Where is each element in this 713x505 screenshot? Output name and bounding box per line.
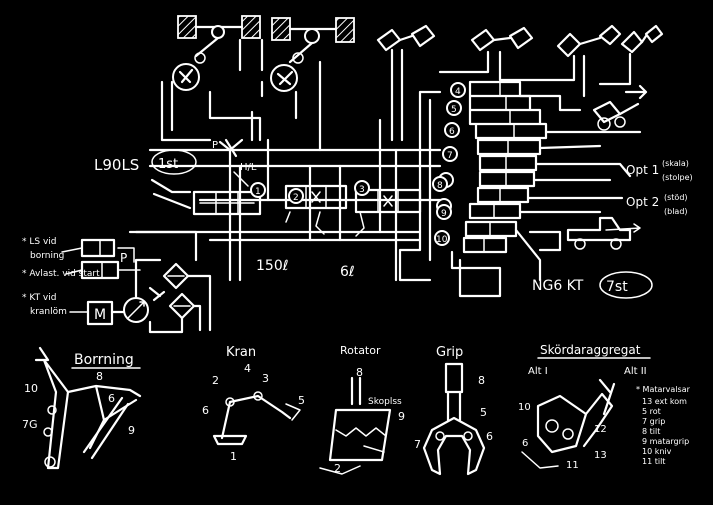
borr-num-7g: 7G	[22, 418, 38, 431]
hatched-block	[335, 17, 355, 43]
valve-numbers: 1 2 3 4 5 6 7 8 9 10	[255, 87, 461, 245]
l90ls-label: L90LS	[94, 156, 139, 174]
opt1-label: Opt 1	[626, 163, 659, 177]
valve-number-4: 4	[455, 87, 461, 97]
count-1-label: 1st	[158, 157, 178, 172]
skord-num-13: 13	[594, 450, 607, 461]
rot-num-2: 2	[334, 462, 341, 475]
grip-num-9: 9	[398, 410, 405, 423]
oil-6-label: 6ℓ	[340, 264, 355, 280]
rot-num-8: 8	[356, 366, 363, 379]
grip-num-6: 6	[486, 430, 493, 443]
legend-right-1: 13 ext kom	[642, 397, 687, 406]
skord-num-12: 12	[594, 424, 607, 435]
filter-1	[162, 262, 190, 290]
valve-number-5: 5	[451, 105, 457, 115]
legend-right-5: 9 matargrip	[642, 437, 689, 446]
grip-num-8: 8	[478, 374, 485, 387]
borr-num-10: 10	[24, 382, 38, 395]
valve-number-3: 3	[359, 185, 365, 195]
skord-num-10: 10	[518, 402, 531, 413]
kran-num-4: 4	[244, 362, 251, 375]
legend-right-7: 11 tilt	[642, 457, 665, 466]
section-kran: Kran 2 4 3 6 5 1	[202, 345, 305, 463]
valve-block-1	[192, 190, 262, 216]
ng6-kt-label: NG6 KT	[532, 278, 584, 294]
legend-right-2: 5 rot	[642, 407, 661, 416]
legend-borning: borning	[30, 251, 64, 261]
tilt-unit-icon	[592, 84, 648, 131]
kran-num-5: 5	[298, 394, 305, 407]
valve-number-6: 6	[449, 127, 455, 137]
legend-right-3: 7 grip	[642, 417, 665, 426]
valve-number-9: 9	[441, 209, 447, 219]
count-bubble-right	[599, 271, 653, 299]
opt1-note-b: (stolpe)	[662, 173, 693, 182]
legend-right-6: 10 kniv	[642, 447, 672, 456]
legend-ls-vid: * LS vid	[22, 237, 57, 247]
kran-num-1: 1	[230, 450, 237, 463]
legend-avlast: * Avlast. vid start	[22, 269, 100, 279]
borrning-title: Borrning	[74, 352, 134, 368]
p-label-pump: P	[120, 251, 127, 265]
grip-cylinder	[444, 362, 464, 394]
valve-number-1: 1	[255, 187, 261, 197]
valve-number-7: 7	[447, 151, 453, 161]
borr-num-8: 8	[96, 370, 103, 383]
kran-num-6: 6	[202, 404, 209, 417]
section-rotator: Rotator 8 2 Skoplss	[319, 344, 402, 475]
valve-number-2: 2	[293, 193, 299, 203]
legend-kt-vid: * KT vid	[22, 293, 56, 303]
valve-block-3	[354, 188, 422, 214]
count-bubble-left	[151, 149, 197, 175]
skopelss-label: Skoplss	[368, 397, 402, 407]
kran-title: Kran	[226, 345, 256, 360]
top-right-actuators	[376, 24, 664, 142]
section-skordaraggregat: Skördaraggregat Alt I Alt II 10 12 13 11…	[518, 343, 651, 471]
pump-motor-area: M P * LS vid borning * Avlast. vid start…	[22, 230, 212, 334]
alt1-label: Alt I	[528, 366, 548, 377]
kran-num-2: 2	[212, 374, 219, 387]
skord-num-6: 6	[522, 438, 528, 449]
grip-num-7: 7	[414, 438, 421, 451]
motor-label: M	[94, 307, 106, 323]
h-l-label: H/L	[240, 162, 257, 173]
legend-right-4: 8 tilt	[642, 427, 660, 436]
truck-icon	[566, 216, 641, 250]
valve-stack-center: 6ℓ 150ℓ H/L	[128, 118, 452, 282]
legend-kranlom: kranlöm	[30, 307, 67, 317]
l90ls-group: L90LS 1st P	[94, 140, 218, 210]
oil-150-label: 150ℓ	[256, 258, 289, 274]
rotator-title: Rotator	[340, 344, 381, 357]
grip-title: Grip	[436, 345, 463, 360]
section-grip: Grip 8 5 7 9 6	[398, 345, 493, 476]
crane-linkage-top	[160, 15, 355, 152]
hatched-block	[271, 17, 291, 41]
valve-block-2	[284, 184, 348, 210]
right-annotations: Opt 1 (skala) (stolpe) Opt 2 (stöd) (bla…	[532, 84, 693, 299]
hatched-block	[241, 15, 261, 39]
opt2-label: Opt 2	[626, 195, 659, 209]
skordaraggregat-title: Skördaraggregat	[540, 343, 641, 357]
kran-num-3: 3	[262, 372, 269, 385]
valve-number-8: 8	[437, 181, 443, 191]
section-borrning: Borrning 10 7G 8 6 9	[22, 346, 142, 470]
valve-number-10: 10	[436, 235, 448, 245]
opt2-note-b: (blad)	[664, 207, 688, 216]
p-label-top: P	[212, 140, 218, 151]
hatched-block	[177, 15, 197, 39]
alt2-label: Alt II	[624, 366, 647, 377]
legend-right-0: * Matarvalsar	[636, 385, 691, 394]
borr-num-6: 6	[108, 392, 115, 405]
opt2-note-a: (stöd)	[664, 193, 688, 202]
skord-num-11: 11	[566, 460, 579, 471]
right-legend: * Matarvalsar 13 ext kom 5 rot 7 grip 8 …	[636, 385, 691, 466]
grip-num-5: 5	[480, 406, 487, 419]
count-7-label: 7st	[606, 279, 628, 295]
opt1-note-a: (skala)	[662, 159, 689, 168]
borr-num-9: 9	[128, 424, 135, 437]
